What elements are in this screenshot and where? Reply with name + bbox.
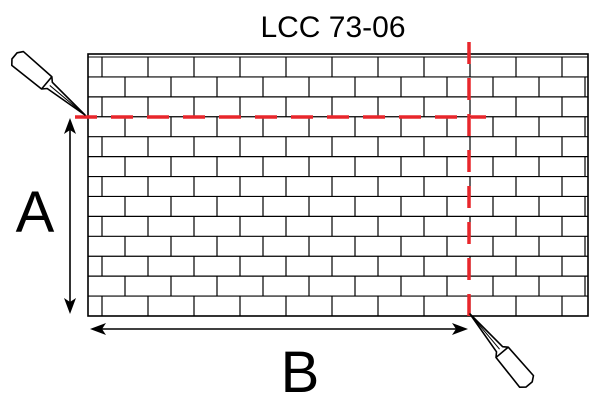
dimension-a-label: A <box>16 180 55 245</box>
diagram-title: LCC 73-06 <box>260 11 405 44</box>
wall-outline <box>87 53 589 317</box>
dimension-a-arrow <box>64 118 76 314</box>
cutting-knife-icon <box>11 50 86 116</box>
dimension-b-label: B <box>281 340 320 405</box>
brick-wall <box>87 53 589 317</box>
dimension-b-arrow <box>90 323 468 335</box>
cutting-knife-icon <box>469 313 535 388</box>
